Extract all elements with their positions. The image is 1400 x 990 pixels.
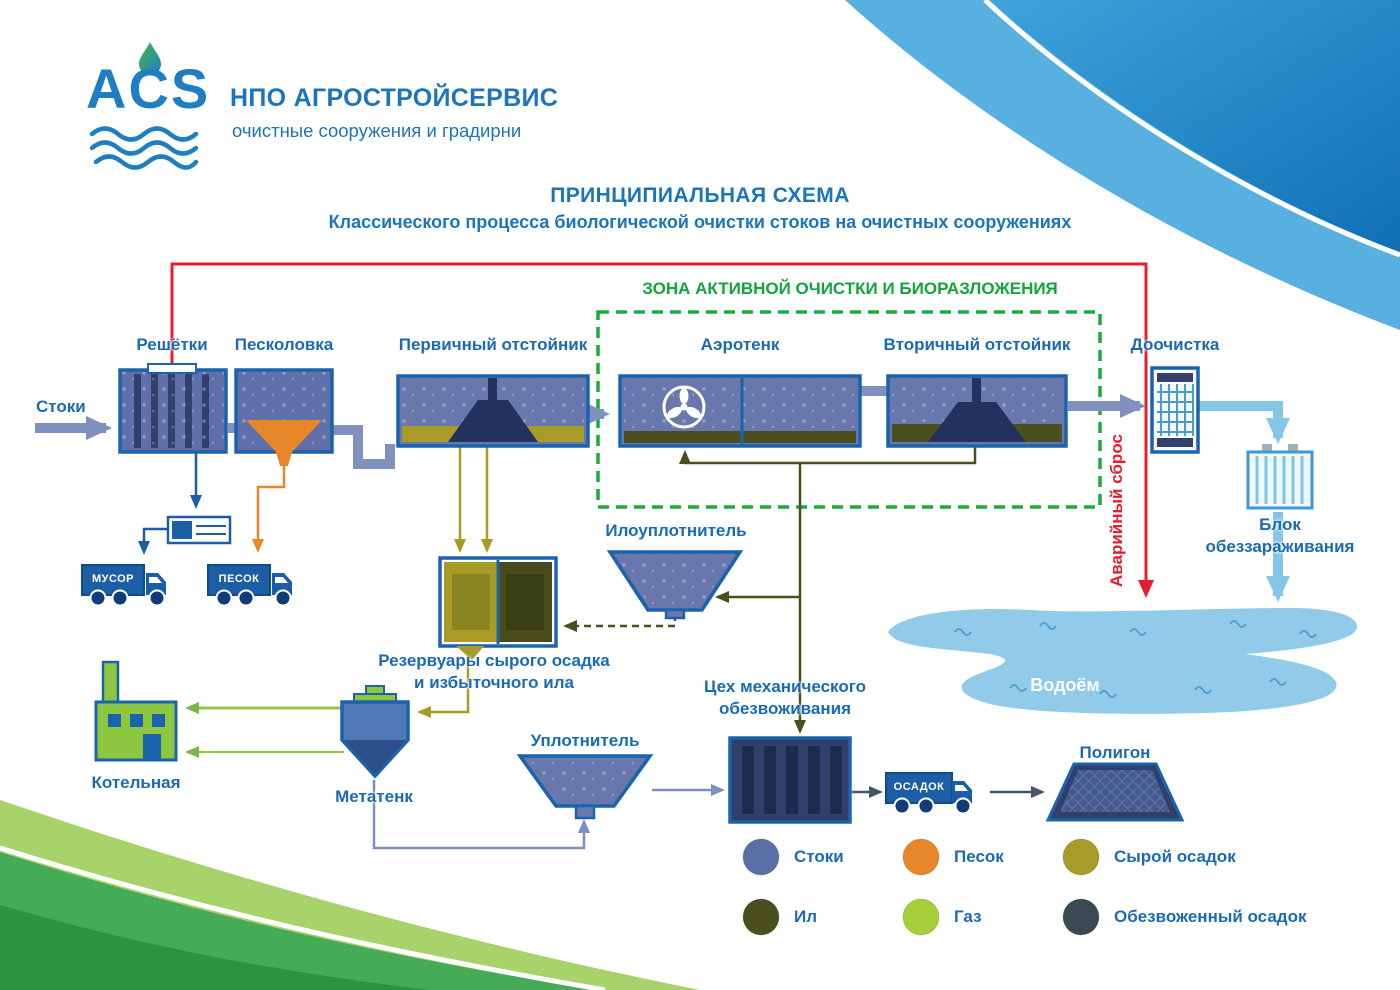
- sludge-truck: [885, 772, 972, 815]
- legend-label-stoki: Стоки: [794, 847, 844, 866]
- digester-label: Метатенк: [335, 787, 413, 806]
- dewatering-label-line1: Цех механического: [704, 677, 866, 696]
- disinfection-label-line2: обеззараживания: [1205, 537, 1355, 557]
- waste-lines: [138, 446, 1045, 850]
- logo-text: ACS: [86, 57, 211, 120]
- primary-clarifier-label: Первичный отстойник: [398, 335, 588, 354]
- legend-label-pesok: Песок: [954, 847, 1004, 866]
- conveyor-unit: [166, 515, 232, 545]
- secondary-clarifier-label: Вторичный отстойник: [883, 335, 1071, 354]
- logo-drop-icon: [139, 42, 161, 75]
- clean-water-pipes: [1198, 401, 1290, 602]
- raw-sludge-label-line1: Резервуары сырого осадка: [378, 651, 610, 670]
- legend-item-obezvozhenny: Обезвоженный осадок: [1062, 898, 1307, 936]
- top-right-swoosh: [845, 0, 1400, 330]
- garbage-truck: [81, 564, 166, 607]
- legend-item-il: Ил: [742, 898, 817, 936]
- garbage-truck-label: МУСОР: [91, 573, 135, 585]
- legend-label-syroy-osadok: Сырой осадок: [1114, 847, 1236, 866]
- sludge-thickener-label: Илоуплотнитель: [605, 521, 747, 540]
- compactor-tank: [516, 754, 654, 820]
- emergency-discharge-line: [170, 262, 1154, 598]
- page-subtitle: Классического процесса биологической очи…: [328, 212, 1072, 232]
- sand-truck-label: ПЕСОК: [218, 573, 260, 585]
- raw-sludge-label-line2: и избыточного ила: [414, 673, 574, 693]
- legend-swatch-il-icon: [742, 898, 780, 936]
- compactor-label: Уплотнитель: [530, 731, 640, 750]
- aeration-tank-label: Аэротенк: [700, 335, 780, 354]
- aeration-tank: [618, 374, 862, 448]
- landfill-site: [1045, 762, 1185, 822]
- active-zone-label: ЗОНА АКТИВНОЙ ОЧИСТКИ И БИОРАЗЛОЖЕНИЯ: [642, 279, 1058, 298]
- sand-trap-tank: [234, 368, 334, 466]
- raw-sludge-reservoirs-label: Резервуары сырого осадка и избыточного и…: [352, 650, 636, 694]
- water-body-label: Водоём: [1030, 675, 1100, 695]
- emergency-discharge-label: Аварийный сброс: [1107, 434, 1126, 588]
- legend-swatch-gaz-icon: [902, 898, 940, 936]
- legend-item-stoki: Стоки: [742, 838, 844, 876]
- legend-item-gaz: Газ: [902, 898, 982, 936]
- legend-label-obezvozhenny: Обезвоженный осадок: [1114, 907, 1307, 926]
- post-treatment-filter: [1150, 366, 1200, 454]
- dewatering-label: Цех механического обезвоживания: [690, 676, 880, 720]
- legend-label-il: Ил: [794, 907, 818, 926]
- post-treatment-label: Доочистка: [1130, 335, 1220, 354]
- disinfection-unit: [1246, 444, 1314, 510]
- dewatering-building: [728, 736, 852, 824]
- sand-truck: [207, 564, 292, 607]
- legend-item-syroy-osadok: Сырой осадок: [1062, 838, 1236, 876]
- legend-swatch-stoki-icon: [742, 838, 780, 876]
- page-title: ПРИНЦИПИАЛЬНАЯ СХЕМА: [550, 184, 850, 207]
- landfill-label: Полигон: [1079, 743, 1151, 762]
- inflow-label: Стоки: [36, 397, 86, 416]
- company-name: НПО АГРОСТРОЙСЕРВИС: [230, 84, 559, 112]
- legend-swatch-obezvozhenny-icon: [1062, 898, 1100, 936]
- sand-trap-label: Песколовка: [234, 335, 334, 354]
- primary-clarifier-tank: [396, 374, 590, 448]
- screens-label: Решётки: [136, 335, 208, 354]
- disinfection-label-line1: Блок: [1259, 515, 1301, 534]
- disinfection-label: Блок обеззараживания: [1196, 514, 1364, 558]
- company-tagline: очистные сооружения и градирни: [232, 120, 522, 141]
- boiler-building: [94, 660, 178, 762]
- boiler-house-label: Котельная: [91, 773, 181, 792]
- secondary-clarifier-tank: [886, 374, 1068, 448]
- bottom-left-swoosh: [0, 800, 700, 990]
- sludge-truck-label: ОСАДОК: [893, 781, 945, 793]
- aerator-fan-icon: [662, 385, 706, 429]
- sludge-thickener-tank: [606, 550, 744, 620]
- digester-tank: [340, 685, 410, 779]
- legend-swatch-syroy-osadok-icon: [1062, 838, 1100, 876]
- logo-waves-icon: [89, 126, 199, 170]
- legend-label-gaz: Газ: [954, 907, 982, 926]
- legend-swatch-pesok-icon: [902, 838, 940, 876]
- legend-item-pesok: Песок: [902, 838, 1004, 876]
- raw-sludge-reservoirs: [438, 556, 558, 660]
- dewatering-label-line2: обезвоживания: [719, 699, 851, 719]
- screens-tank: [118, 363, 228, 454]
- water-body-shape: [888, 608, 1357, 714]
